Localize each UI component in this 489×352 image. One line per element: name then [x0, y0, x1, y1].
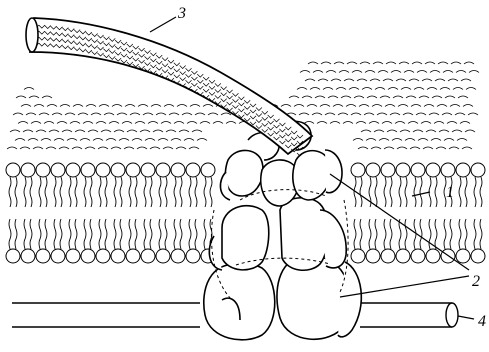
- protein-complex: [204, 121, 362, 339]
- callout-2: 2: [472, 273, 480, 290]
- callout-4: 4: [478, 313, 486, 330]
- filament-bundle: [26, 18, 312, 156]
- callout-3: 3: [177, 5, 186, 22]
- leader-line-4: [458, 316, 474, 319]
- callout-1: 1: [446, 184, 454, 201]
- leader-line-3: [150, 17, 176, 32]
- leader-line-1: [412, 192, 430, 196]
